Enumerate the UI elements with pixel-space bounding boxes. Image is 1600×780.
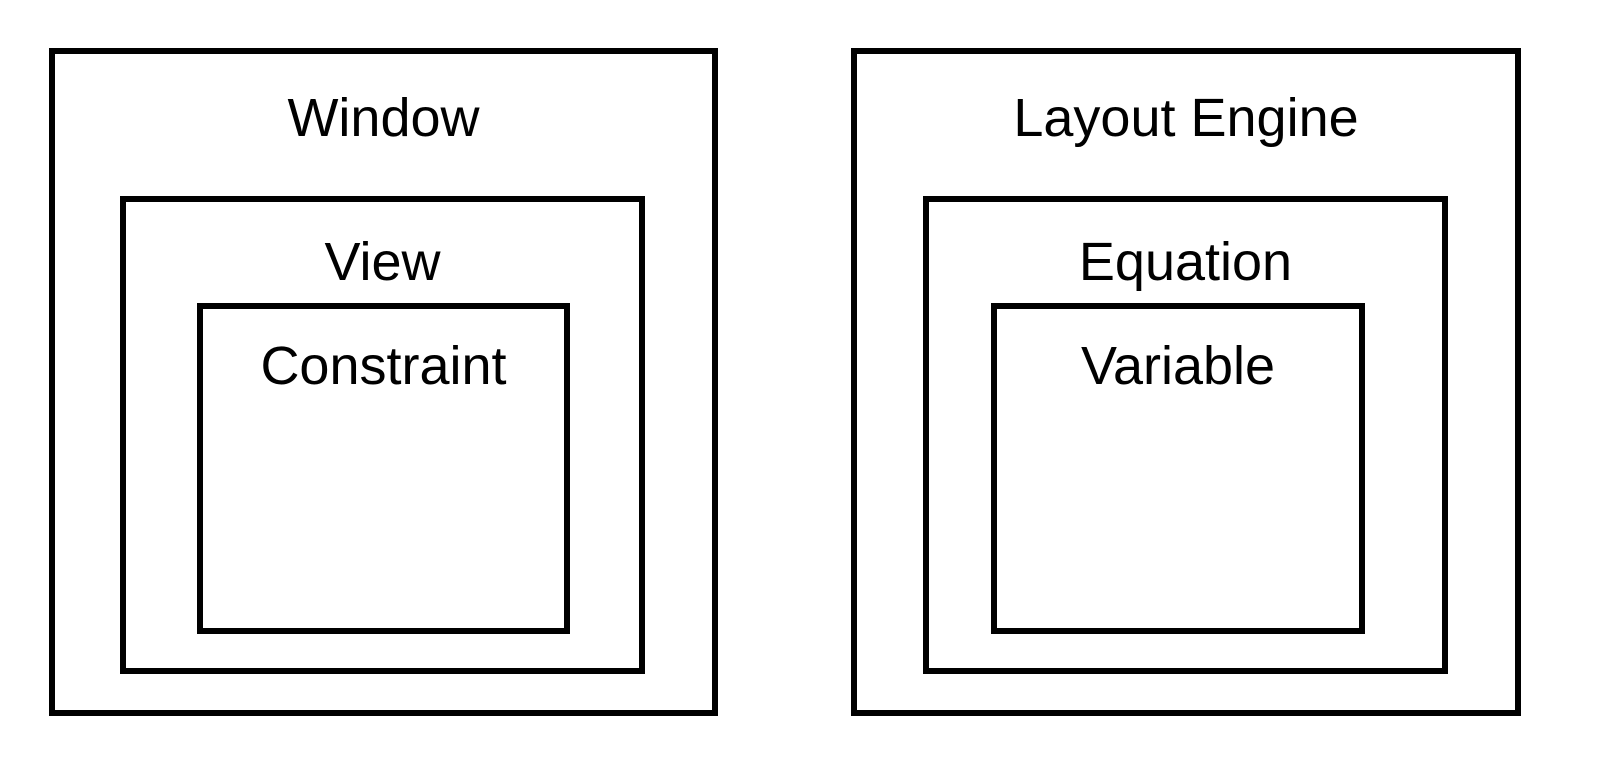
window-label: Window <box>287 88 480 148</box>
variable-box: Variable <box>991 303 1365 634</box>
constraint-label: Constraint <box>260 336 507 396</box>
constraint-box: Constraint <box>197 303 570 634</box>
equation-label: Equation <box>1078 232 1293 292</box>
view-label: View <box>324 232 441 292</box>
layout-engine-label: Layout Engine <box>1013 88 1359 148</box>
variable-label: Variable <box>1080 336 1276 396</box>
